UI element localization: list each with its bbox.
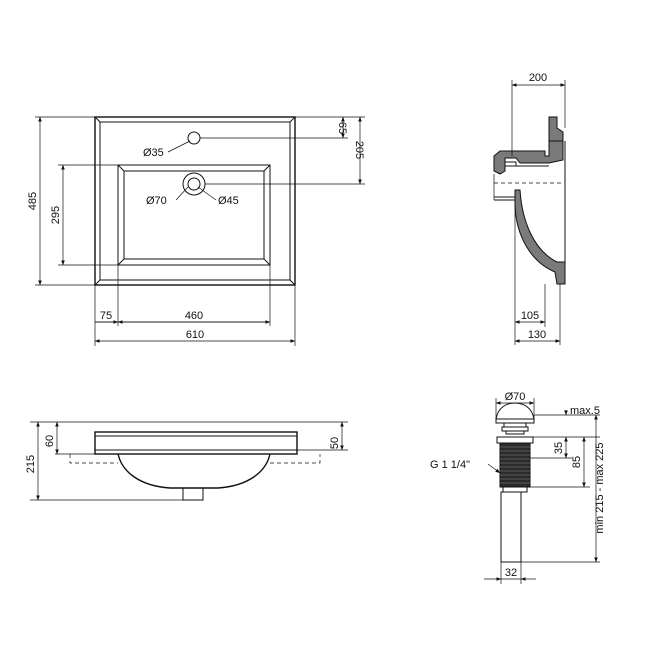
dim-side-depth: 200: [529, 72, 547, 84]
front-drain: [182, 487, 204, 501]
drain-view: Ø70 max.5 35 85 min 215 - max 225 G 1 1/…: [430, 391, 606, 584]
tap-deck-section: [493, 140, 564, 175]
label-drain-inner: Ø45: [218, 195, 239, 207]
dim-front-60: 60: [44, 435, 56, 447]
dim-drain-range: min 215 - max 225: [594, 442, 606, 533]
bowl-wall-section: [514, 189, 566, 285]
drain-cap: [495, 402, 535, 420]
dim-depth-total: 485: [27, 192, 39, 210]
drain-flange: [496, 436, 534, 444]
dim-bowl-width: 460: [185, 310, 203, 322]
label-tap-hole: Ø35: [143, 147, 164, 159]
dim-side-105: 105: [521, 310, 539, 322]
tap-hole: [187, 131, 201, 145]
top-view: 65 205 485 295 75 460 610 Ø35 Ø70 Ø45: [27, 116, 365, 346]
bowl-floor: [123, 170, 265, 260]
dim-bowl-depth: 295: [50, 206, 62, 224]
dim-tap-offset: 65: [336, 122, 348, 134]
dim-width-total: 610: [186, 329, 204, 341]
dim-max-5: max.5: [570, 405, 600, 417]
thread-label: G 1 1/4": [430, 459, 470, 471]
dim-front-50: 50: [329, 437, 341, 449]
dim-pipe-diameter: 32: [505, 567, 517, 579]
basin-outline: [94, 116, 296, 286]
dim-side-130: 130: [528, 329, 546, 341]
side-view: 200 105 130: [493, 72, 566, 345]
dim-drain-85: 85: [571, 456, 583, 468]
drain-outer: [182, 172, 206, 196]
dim-drain-35: 35: [553, 442, 565, 454]
front-rim: [94, 431, 298, 455]
drain-pipe: [500, 491, 522, 563]
front-bowl: [117, 453, 271, 489]
drain-thread: [499, 442, 531, 488]
drain-inner: [187, 177, 201, 191]
bowl-outline: [117, 164, 271, 266]
label-drain-outer: Ø70: [146, 195, 167, 207]
dim-drain-offset: 205: [353, 141, 365, 159]
dim-cap-diameter: Ø70: [505, 391, 526, 403]
front-view: 60 215 50: [25, 421, 348, 501]
back-rim-section: [548, 116, 564, 142]
dim-front-215: 215: [25, 455, 37, 473]
dim-left-offset: 75: [100, 310, 112, 322]
basin-rim-inner: [99, 121, 291, 281]
